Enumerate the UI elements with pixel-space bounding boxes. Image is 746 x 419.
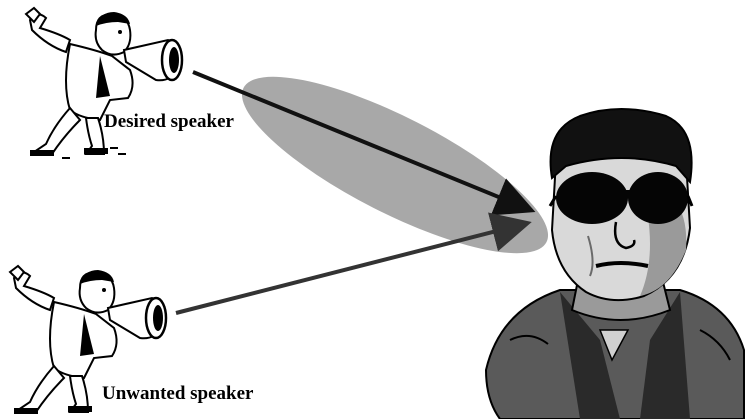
man-with-megaphone-icon	[26, 8, 182, 158]
unwanted-speaker-arrow	[176, 224, 524, 313]
beam-lobe	[222, 45, 569, 285]
unwanted-speaker-label: Unwanted speaker	[102, 384, 253, 403]
listener-head-with-sunglasses-icon	[486, 109, 744, 419]
desired-speaker-label: Desired speaker	[104, 112, 234, 131]
